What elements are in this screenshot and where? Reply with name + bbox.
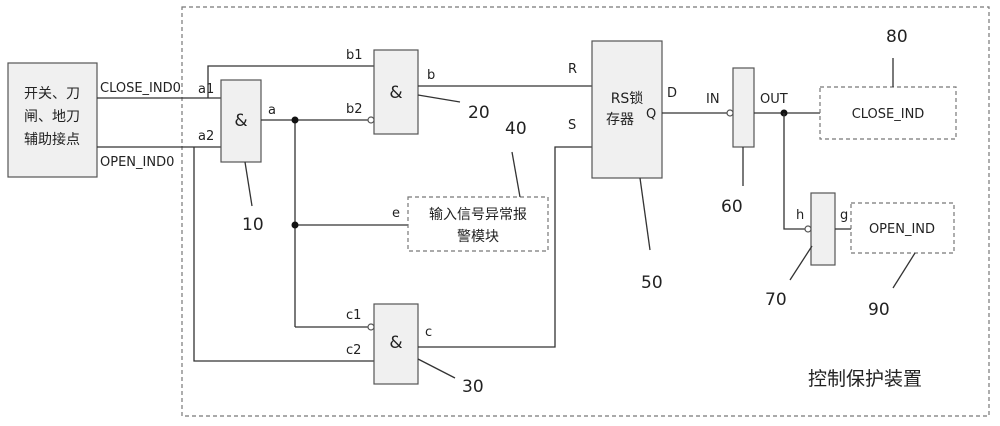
inverter-70 — [810, 192, 836, 266]
rs-latch-50 — [591, 40, 663, 179]
source-contact-box — [7, 62, 98, 178]
wire-a1-to-b1 — [207, 65, 374, 98]
alarm-module-40 — [407, 196, 549, 252]
latch-s-label: S — [568, 118, 576, 133]
ref-30: 30 — [462, 377, 484, 397]
gate70-out-label: g — [840, 208, 848, 223]
gate20-invert-bubble — [367, 116, 375, 124]
alarm-in-label: e — [392, 206, 400, 221]
close-ind-output-80 — [819, 86, 957, 140]
inv60-invert-bubble — [726, 109, 734, 117]
gate30-out-label: c — [425, 325, 432, 340]
gate20-out-label: b — [427, 68, 435, 83]
ref-10: 10 — [242, 215, 264, 235]
wire-c-to-s — [418, 146, 592, 348]
gate30-invert-bubble — [367, 323, 375, 331]
gate30-symbol: & — [389, 333, 402, 353]
ref-40: 40 — [505, 119, 527, 139]
wire-a2-to-c2 — [193, 147, 374, 362]
gate20-symbol: & — [389, 83, 402, 103]
ref-20: 20 — [468, 103, 490, 123]
ref-leader-90 — [892, 252, 916, 289]
source-line-3: 辅助接点 — [24, 131, 80, 148]
latch-q-label: Q — [646, 107, 656, 122]
gate20-in1-label: b1 — [346, 48, 363, 63]
alarm-line-1: 输入信号异常报 — [429, 207, 527, 223]
latch-out-label: D — [667, 86, 677, 101]
latch-r-label: R — [568, 62, 577, 77]
inv60-out-label: OUT — [760, 92, 788, 107]
ref-leader-20 — [417, 94, 461, 103]
and-gate-20 — [373, 49, 419, 135]
gate30-in2-label: c2 — [346, 343, 361, 358]
ref-70: 70 — [765, 290, 787, 310]
close-ind-label: CLOSE_IND — [852, 107, 925, 122]
gate10-in2-label: a2 — [198, 129, 214, 144]
alarm-line-2: 警模块 — [457, 229, 499, 245]
ref-leader-30 — [417, 358, 456, 379]
inverter-60 — [732, 67, 755, 148]
and-gate-30 — [373, 303, 419, 385]
junction-dot-1 — [291, 116, 299, 124]
gate30-in1-label: c1 — [346, 308, 361, 323]
latch-line-1: RS锁 — [611, 91, 644, 107]
junction-dot-2 — [291, 221, 299, 229]
gate10-out-label: a — [268, 103, 276, 118]
source-line-1: 开关、刀 — [24, 86, 80, 102]
latch-line-2: 存器 — [606, 112, 634, 128]
wire-out-to-h — [783, 113, 806, 230]
ref-leader-10 — [244, 161, 253, 207]
device-boundary — [181, 6, 990, 417]
gate10-in1-label: a1 — [198, 82, 214, 97]
gate70-invert-bubble — [804, 225, 812, 233]
gate20-in2-label: b2 — [346, 102, 363, 117]
device-label: 控制保护装置 — [808, 368, 922, 390]
ref-80: 80 — [886, 27, 908, 47]
and-gate-10 — [220, 79, 262, 163]
gate10-symbol: & — [234, 111, 247, 131]
open-ind-label: OPEN_IND — [869, 222, 935, 237]
ref-leader-50 — [639, 177, 651, 251]
inv60-in-label: IN — [706, 92, 720, 107]
gate70-in-label: h — [796, 208, 804, 223]
ref-leader-70 — [789, 245, 813, 281]
signal-close-ind0: CLOSE_IND0 — [100, 81, 181, 96]
ref-90: 90 — [868, 300, 890, 320]
ref-50: 50 — [641, 273, 663, 293]
ref-leader-40 — [511, 151, 521, 198]
ref-60: 60 — [721, 197, 743, 217]
signal-open-ind0: OPEN_IND0 — [100, 155, 174, 170]
source-line-2: 闸、地刀 — [24, 109, 80, 125]
open-ind-output-90 — [850, 202, 955, 254]
